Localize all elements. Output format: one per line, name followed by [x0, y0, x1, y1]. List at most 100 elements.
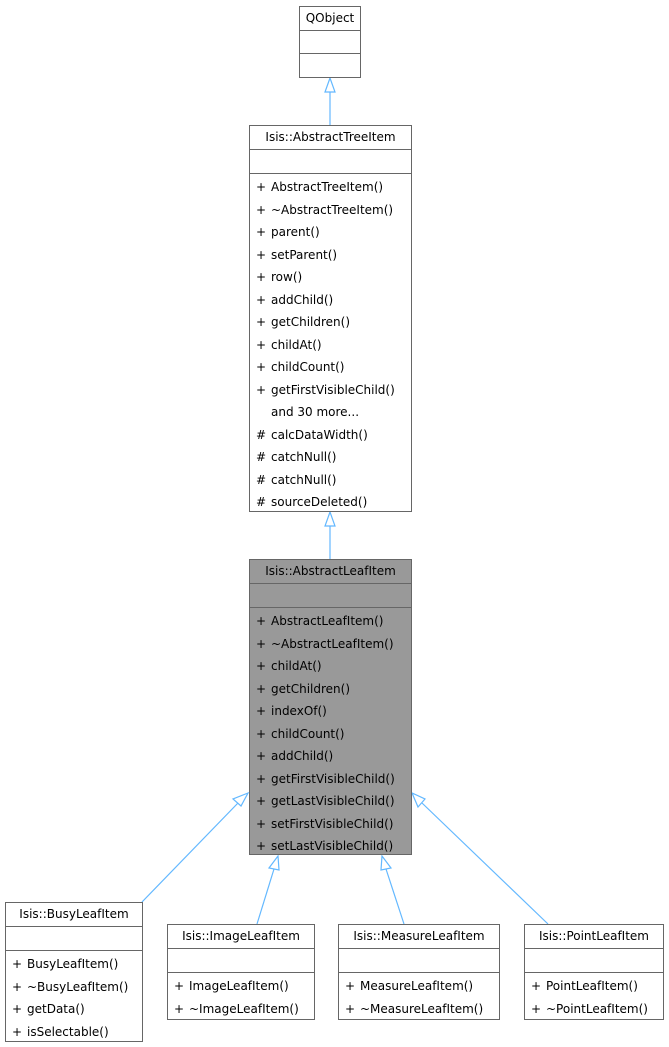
method-row[interactable]: + addChild() [250, 745, 411, 768]
method-visibility: # [256, 472, 267, 487]
class-attributes [250, 150, 411, 174]
method-row[interactable]: # calcDataWidth() [250, 424, 411, 447]
class-title: Isis::PointLeafItem [525, 925, 663, 949]
class-attributes [168, 949, 314, 973]
method-name: childAt() [271, 337, 322, 352]
method-name: getFirstVisibleChild() [271, 771, 395, 786]
method-row[interactable]: +AbstractTreeItem() [250, 176, 411, 199]
edge-arrow-image [267, 854, 280, 871]
method-visibility: # [256, 450, 267, 464]
method-row[interactable]: +~PointLeafItem() [525, 998, 663, 1021]
class-abstract-tree-item[interactable]: Isis::AbstractTreeItem +AbstractTreeItem… [249, 125, 412, 512]
method-name: row() [271, 270, 303, 284]
edge-arrow-busy [231, 791, 250, 807]
class-image-leaf-item[interactable]: Isis::ImageLeafItem +ImageLeafItem()+~Im… [167, 924, 315, 1020]
method-row[interactable]: + childAt() [250, 334, 411, 357]
method-name: getChildren() [271, 681, 350, 696]
method-row[interactable]: + getFirstVisibleChild() [250, 768, 411, 791]
method-row[interactable]: +getChildren() [250, 678, 411, 701]
method-name: ~AbstractTreeItem() [271, 202, 394, 217]
method-visibility: + [256, 659, 267, 673]
method-row[interactable]: +BusyLeafItem() [6, 953, 142, 976]
method-name: setParent() [271, 247, 338, 262]
method-row[interactable]: +AbstractLeafItem() [250, 610, 411, 633]
edge-arrow-measure [380, 854, 393, 871]
method-row[interactable]: and 30 more... [250, 401, 411, 424]
method-row[interactable]: +~ImageLeafItem() [168, 998, 314, 1021]
method-visibility: + [256, 771, 267, 786]
method-visibility: + [256, 360, 267, 374]
method-visibility: + [256, 749, 267, 763]
method-visibility: + [256, 816, 267, 831]
method-name: indexOf() [271, 704, 327, 718]
method-row[interactable]: +setParent() [250, 244, 411, 267]
method-row[interactable]: + indexOf() [250, 700, 411, 723]
method-name: isSelectable() [27, 1024, 109, 1039]
method-row[interactable]: + childCount() [250, 723, 411, 746]
method-name: getLastVisibleChild() [271, 794, 395, 808]
class-attributes [250, 584, 411, 608]
method-row[interactable]: +~AbstractLeafItem() [250, 633, 411, 656]
edge-point-to-leaf [421, 802, 549, 925]
method-row[interactable]: +setLastVisibleChild() [250, 835, 411, 858]
class-busy-leaf-item[interactable]: Isis::BusyLeafItem +BusyLeafItem()+~Busy… [5, 902, 143, 1042]
edge-arrow-qobject [324, 76, 336, 93]
method-row[interactable]: +MeasureLeafItem() [339, 975, 499, 998]
method-row[interactable]: +getFirstVisibleChild() [250, 379, 411, 402]
method-row[interactable]: + setFirstVisibleChild() [250, 813, 411, 836]
method-row[interactable]: +~BusyLeafItem() [6, 976, 142, 999]
method-row[interactable]: +getLastVisibleChild() [250, 790, 411, 813]
class-qobject[interactable]: QObject [299, 6, 361, 78]
class-attributes [6, 927, 142, 951]
method-name: setLastVisibleChild() [271, 839, 394, 853]
class-measure-leaf-item[interactable]: Isis::MeasureLeafItem +MeasureLeafItem()… [338, 924, 500, 1020]
method-row[interactable]: +getChildren() [250, 311, 411, 334]
method-row[interactable]: +parent() [250, 221, 411, 244]
method-row[interactable]: +ImageLeafItem() [168, 975, 314, 998]
method-name: getFirstVisibleChild() [271, 382, 395, 397]
class-abstract-leaf-item[interactable]: Isis::AbstractLeafItem +AbstractLeafItem… [249, 559, 412, 855]
method-row[interactable]: +getData() [6, 998, 142, 1021]
method-name: parent() [271, 225, 320, 239]
class-point-leaf-item[interactable]: Isis::PointLeafItem +PointLeafItem()+~Po… [524, 924, 664, 1020]
method-visibility: + [256, 292, 267, 307]
class-methods: +AbstractLeafItem()+~AbstractLeafItem()+… [250, 608, 411, 862]
method-row[interactable]: +row() [250, 266, 411, 289]
method-name: addChild() [271, 292, 334, 307]
method-visibility: + [256, 726, 267, 741]
method-visibility: + [345, 1001, 356, 1016]
method-row[interactable]: +isSelectable() [6, 1021, 142, 1044]
edge-busy-to-leaf [141, 802, 239, 903]
method-visibility: + [12, 979, 23, 994]
method-visibility: + [256, 337, 267, 352]
method-name: catchNull() [271, 472, 337, 487]
method-row[interactable]: +PointLeafItem() [525, 975, 663, 998]
class-title: Isis::AbstractLeafItem [250, 560, 411, 584]
method-row[interactable]: + addChild() [250, 289, 411, 312]
method-row[interactable]: #sourceDeleted() [250, 491, 411, 514]
method-row[interactable]: # catchNull() [250, 469, 411, 492]
method-name: PointLeafItem() [546, 979, 638, 993]
class-title: Isis::AbstractTreeItem [250, 126, 411, 150]
method-name: AbstractTreeItem() [271, 180, 384, 194]
edge-arrow-tree [324, 510, 336, 527]
method-visibility: # [256, 495, 267, 509]
edge-measure-to-leaf [385, 868, 405, 925]
method-visibility: + [256, 704, 267, 718]
method-visibility: + [256, 614, 267, 628]
method-row[interactable]: +~MeasureLeafItem() [339, 998, 499, 1021]
class-title: Isis::ImageLeafItem [168, 925, 314, 949]
method-row[interactable]: +childAt() [250, 655, 411, 678]
class-title: Isis::BusyLeafItem [6, 903, 142, 927]
method-row[interactable]: + ~AbstractTreeItem() [250, 199, 411, 222]
method-name: addChild() [271, 749, 334, 763]
method-name: childCount() [271, 726, 345, 741]
method-row[interactable]: #catchNull() [250, 446, 411, 469]
method-name: calcDataWidth() [271, 427, 368, 442]
method-row[interactable]: +childCount() [250, 356, 411, 379]
method-visibility: + [256, 202, 267, 217]
edge-arrow-point [410, 791, 426, 809]
method-visibility: # [256, 427, 267, 442]
method-name: setFirstVisibleChild() [271, 816, 394, 831]
